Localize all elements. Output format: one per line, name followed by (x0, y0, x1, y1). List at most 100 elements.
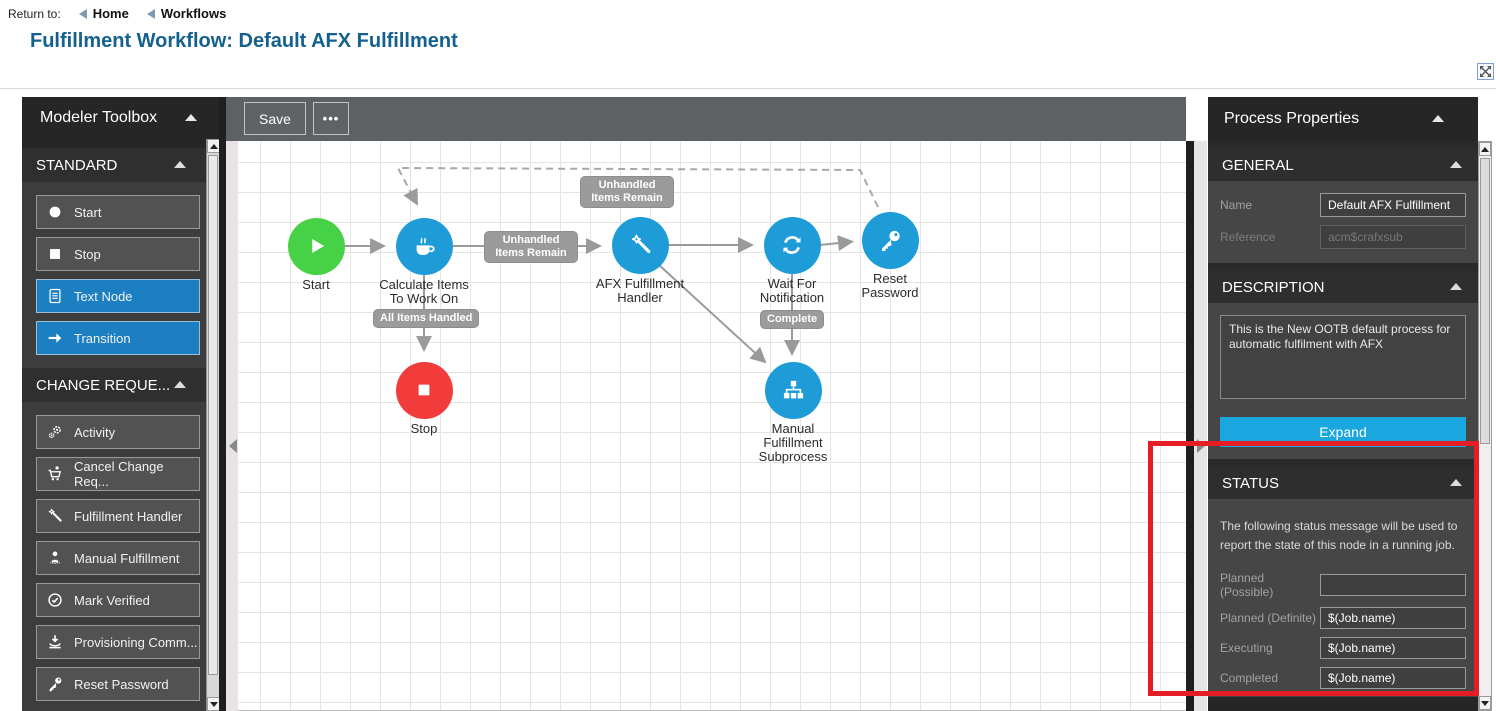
item-label: Start (74, 204, 102, 220)
planned-possible-field[interactable] (1320, 574, 1466, 596)
edge-label-unhandled-items-top[interactable]: Unhandled Items Remain (580, 176, 674, 208)
right-splitter[interactable] (1194, 141, 1207, 711)
section-label: STATUS (1222, 474, 1279, 492)
collapse-left-icon[interactable] (229, 439, 237, 453)
item-label: Mark Verified (74, 592, 150, 608)
collapse-arrow-icon[interactable] (1450, 283, 1462, 290)
toolbox-item-manual-fulfillment[interactable]: Manual Fulfillment (36, 541, 200, 575)
key-icon (49, 677, 62, 692)
scroll-down-icon[interactable] (1479, 696, 1491, 710)
section-status[interactable]: STATUS (1208, 467, 1478, 499)
toolbox-item-transition[interactable]: Transition (36, 321, 200, 355)
scroll-up-icon[interactable] (1479, 142, 1491, 156)
item-label: Reset Password (74, 676, 169, 692)
modeler-toolbox-panel: Modeler Toolbox STANDARD Start Stop (22, 97, 220, 711)
general-content: Name Reference (1208, 181, 1478, 263)
panel-footer (1208, 697, 1478, 711)
workflow-modeler-app: Modeler Toolbox STANDARD Start Stop (22, 97, 1494, 711)
toolbox-header[interactable]: Modeler Toolbox (22, 97, 219, 139)
breadcrumb: Return to: Home Workflows (8, 6, 226, 21)
executing-label: Executing (1220, 641, 1273, 655)
completed-field[interactable] (1320, 667, 1466, 689)
executing-field[interactable] (1320, 637, 1466, 659)
page-title: Fulfillment Workflow: Default AFX Fulfil… (30, 30, 458, 52)
toolbox-item-mark-verified[interactable]: Mark Verified (36, 583, 200, 617)
breadcrumb-home-link[interactable]: Home (92, 6, 129, 21)
left-splitter[interactable] (226, 141, 239, 711)
node-reset-password[interactable] (861, 211, 919, 269)
square-icon (50, 249, 60, 259)
toolbox-item-start[interactable]: Start (36, 195, 200, 229)
toolbox-item-activity[interactable]: Activity (36, 415, 200, 449)
description-textarea[interactable]: This is the New OOTB default process for… (1220, 315, 1466, 399)
panel-edge (1186, 141, 1194, 711)
section-label: DESCRIPTION (1222, 278, 1325, 296)
collapse-arrow-icon[interactable] (174, 381, 186, 388)
collapse-arrow-icon[interactable] (174, 161, 186, 168)
section-general[interactable]: GENERAL (1208, 149, 1478, 181)
collapse-arrow-icon[interactable] (185, 114, 197, 121)
save-button[interactable]: Save (244, 102, 306, 135)
toolbox-item-cancel-change-request[interactable]: Cancel Change Req... (36, 457, 200, 491)
status-content: The following status message will be use… (1208, 499, 1478, 705)
planned-definite-field[interactable] (1320, 607, 1466, 629)
toolbox-section-standard[interactable]: STANDARD (22, 148, 206, 182)
edge-label-all-items-handled[interactable]: All Items Handled (373, 309, 480, 328)
expand-button[interactable]: Expand (1220, 417, 1466, 447)
item-label: Provisioning Comm... (74, 634, 198, 650)
section-description[interactable]: DESCRIPTION (1208, 271, 1478, 303)
workflow-canvas[interactable]: Start Calculate Items To Work On AFX Ful… (238, 141, 1186, 711)
node-calculate-items[interactable] (395, 217, 453, 275)
magic-wand-icon (48, 508, 62, 522)
toolbox-item-provisioning-command[interactable]: Provisioning Comm... (36, 625, 200, 659)
collapse-arrow-icon[interactable] (1450, 479, 1462, 486)
scrollbar-thumb[interactable] (1480, 158, 1490, 444)
properties-header[interactable]: Process Properties (1208, 97, 1478, 141)
node-afx-fulfillment-handler[interactable] (611, 216, 669, 274)
completed-label: Completed (1220, 671, 1279, 685)
canvas-toolbar: Save ••• (226, 97, 1186, 141)
toolbox-item-reset-password[interactable]: Reset Password (36, 667, 200, 701)
item-label: Manual Fulfillment (74, 550, 180, 566)
node-stop[interactable] (395, 361, 453, 419)
toolbox-body: STANDARD Start Stop Text Node (22, 139, 219, 711)
collapse-right-icon[interactable] (1197, 439, 1205, 453)
toolbox-section-change-request[interactable]: CHANGE REQUE... (22, 368, 206, 402)
magic-wand-icon (631, 234, 650, 253)
item-label: Activity (74, 424, 116, 440)
properties-title: Process Properties (1224, 110, 1360, 127)
collapse-arrow-icon[interactable] (1450, 161, 1462, 168)
more-options-button[interactable]: ••• (313, 102, 349, 135)
panel-edge (219, 97, 226, 711)
breadcrumb-workflows-link[interactable]: Workflows (160, 6, 227, 21)
item-label: Cancel Change Req... (74, 459, 164, 489)
name-field[interactable] (1320, 193, 1466, 217)
section-label: STANDARD (36, 156, 118, 174)
collapse-arrow-icon[interactable] (1432, 115, 1444, 122)
toolbox-item-fulfillment-handler[interactable]: Fulfillment Handler (36, 499, 200, 533)
node-manual-fulfillment-subprocess[interactable] (764, 361, 822, 419)
play-icon (312, 238, 325, 254)
scrollbar-thumb[interactable] (208, 155, 218, 675)
node-label-wait: Wait For Notification (759, 276, 825, 305)
item-label: Stop (74, 246, 101, 262)
node-start[interactable] (287, 217, 345, 275)
properties-scrollbar[interactable] (1478, 141, 1492, 711)
expand-arrows-icon[interactable] (1477, 63, 1494, 80)
item-label: Text Node (74, 288, 133, 304)
reference-field (1320, 225, 1466, 249)
edge-label-unhandled-items[interactable]: Unhandled Items Remain (484, 231, 578, 263)
node-wait-for-notification[interactable] (763, 216, 821, 274)
node-label-manual-subprocess: Manual Fulfillment Subprocess (758, 421, 828, 464)
toolbox-item-stop[interactable]: Stop (36, 237, 200, 271)
gears-icon (48, 426, 61, 439)
edge-label-complete[interactable]: Complete (760, 310, 825, 329)
toolbox-scrollbar[interactable] (206, 139, 220, 711)
toolbox-item-text-node[interactable]: Text Node (36, 279, 200, 313)
change-request-items: Activity Cancel Change Req... Fulfillmen… (22, 402, 219, 711)
item-label: Transition (74, 330, 131, 346)
stop-square-icon (418, 384, 430, 396)
return-to-label: Return to: (8, 6, 61, 21)
section-label: CHANGE REQUE... (36, 376, 171, 394)
sync-icon (783, 236, 801, 254)
